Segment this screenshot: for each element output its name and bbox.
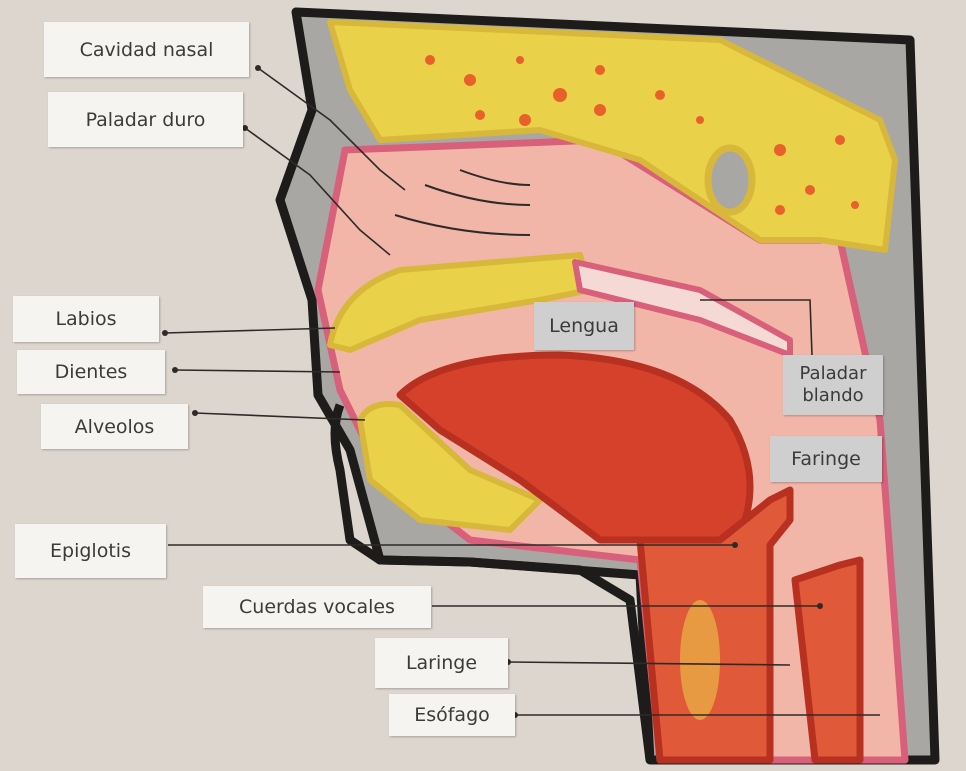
- label-cuerdas-vocales: Cuerdas vocales: [203, 586, 431, 628]
- label-alveolos: Alveolos: [41, 404, 188, 449]
- label-esofago: Esófago: [389, 694, 515, 736]
- label-cavidad-nasal: Cavidad nasal: [44, 22, 249, 77]
- label-dientes: Dientes: [17, 350, 165, 394]
- label-paladar-blando: Paladar blando: [783, 355, 883, 415]
- label-epiglotis: Epiglotis: [15, 524, 166, 578]
- nasal-opening: [708, 148, 752, 212]
- label-lengua: Lengua: [534, 302, 634, 350]
- label-paladar-duro: Paladar duro: [48, 92, 243, 147]
- label-labios: Labios: [13, 296, 159, 342]
- label-laringe: Laringe: [375, 638, 508, 688]
- label-paladar-blando-line2: blando: [802, 385, 863, 407]
- larynx-highlight: [680, 600, 720, 720]
- label-faringe: Faringe: [770, 436, 882, 482]
- label-paladar-blando-line1: Paladar: [800, 363, 867, 385]
